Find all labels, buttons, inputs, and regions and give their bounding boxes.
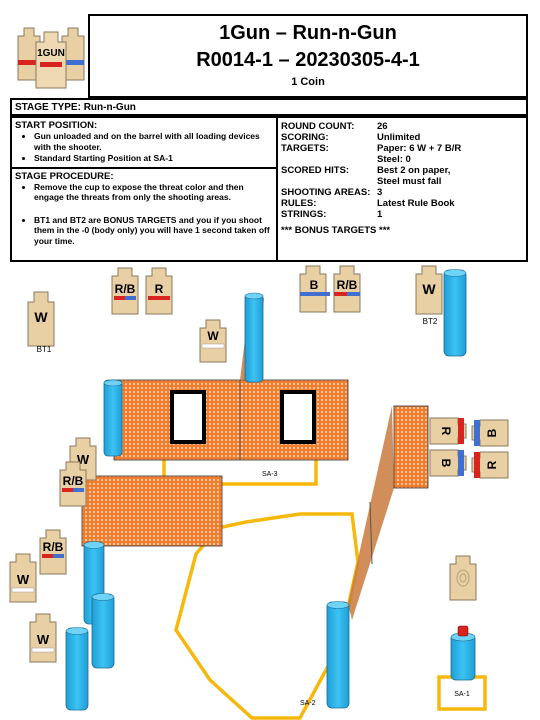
target-r-rotated: R bbox=[471, 451, 509, 479]
round-count-value: 26 bbox=[377, 121, 388, 132]
divider bbox=[12, 166, 276, 169]
svg-text:R/B: R/B bbox=[43, 540, 64, 554]
svg-text:R: R bbox=[155, 282, 164, 296]
target-rb: R/B bbox=[333, 265, 361, 313]
round-count-label: ROUND COUNT: bbox=[281, 121, 355, 132]
barrel-with-cup bbox=[450, 625, 476, 681]
logo: 1GUN bbox=[17, 27, 85, 89]
start-position-list: Gun unloaded and on the barrel with all … bbox=[12, 131, 276, 164]
target-bt1: W bbox=[27, 291, 55, 347]
scored-hits-value: Best 2 on paper, bbox=[377, 165, 451, 176]
right-wall-top bbox=[393, 405, 429, 489]
target-r: R bbox=[145, 267, 173, 315]
sa-2-label: SA-2 bbox=[300, 700, 316, 707]
bonus-targets-note: *** BONUS TARGETS *** bbox=[281, 225, 391, 236]
svg-text:W: W bbox=[34, 309, 48, 325]
target-b-rotated: B bbox=[429, 449, 467, 477]
bt2-label: BT2 bbox=[423, 317, 438, 326]
stage-info-table: ROUND COUNT: 26 SCORING: Unlimited TARGETS… bbox=[281, 121, 461, 220]
logo-target-left bbox=[17, 27, 41, 81]
left-column: START POSITION: Gun unloaded and on the … bbox=[10, 116, 278, 262]
svg-text:W: W bbox=[207, 329, 219, 343]
target-w: W bbox=[29, 613, 57, 663]
svg-text:R/B: R/B bbox=[115, 282, 136, 296]
start-position-item: Gun unloaded and on the barrel with all … bbox=[34, 131, 272, 152]
sa-1-label: SA-1 bbox=[454, 691, 470, 698]
shooting-areas-label: SHOOTING AREAS: bbox=[281, 187, 371, 198]
svg-text:W: W bbox=[422, 281, 436, 297]
logo-target-center: 1GUN bbox=[35, 31, 67, 89]
bt1-label: BT1 bbox=[37, 345, 52, 354]
target-rb: R/B bbox=[39, 529, 67, 575]
svg-text:R/B: R/B bbox=[63, 474, 84, 488]
barrel bbox=[326, 601, 350, 709]
rules-label: RULES: bbox=[281, 198, 317, 209]
strings-label: STRINGS: bbox=[281, 209, 327, 220]
sa-3-label: SA-3 bbox=[262, 471, 278, 478]
scoring-label: SCORING: bbox=[281, 132, 329, 143]
target-rb: R/B bbox=[59, 461, 87, 507]
scored-hits-label: SCORED HITS: bbox=[281, 165, 350, 176]
sa-2-fault-line bbox=[174, 512, 360, 720]
svg-text:W: W bbox=[17, 572, 30, 587]
target-r-rotated: R bbox=[429, 417, 467, 445]
barrel bbox=[91, 593, 115, 669]
coin-count: 1 Coin bbox=[291, 76, 325, 88]
right-column: ROUND COUNT: 26 SCORING: Unlimited TARGETS… bbox=[276, 116, 528, 262]
target-w: W bbox=[199, 319, 227, 363]
logo-text: 1GUN bbox=[37, 48, 65, 59]
barrel bbox=[103, 379, 123, 457]
stage-diagram: W BT1 R/B R W B R/B W BT2 W R/B bbox=[9, 265, 509, 720]
logo-target-right bbox=[61, 27, 85, 81]
target-b-rotated: B bbox=[471, 419, 509, 447]
procedure-heading: STAGE PROCEDURE: bbox=[15, 170, 114, 182]
strings-value: 1 bbox=[377, 209, 383, 220]
right-wall-panel bbox=[348, 406, 394, 620]
svg-text:B: B bbox=[485, 428, 499, 437]
target-w: W bbox=[9, 553, 37, 603]
window-left bbox=[170, 390, 206, 444]
page-title: 1Gun – Run-n-Gun bbox=[219, 22, 397, 44]
targets-label: TARGETS: bbox=[281, 143, 329, 154]
svg-text:B: B bbox=[310, 278, 319, 292]
svg-text:R: R bbox=[485, 460, 499, 469]
barrel bbox=[244, 292, 264, 383]
targets-paper: Paper: 6 W + 7 B/R bbox=[377, 143, 462, 154]
scored-hits-value-2: Steel must fall bbox=[377, 176, 442, 187]
scoring-value: Unlimited bbox=[377, 132, 421, 143]
svg-text:R: R bbox=[439, 427, 453, 436]
title-box: 1Gun – Run-n-Gun R0014-1 – 20230305-4-1 … bbox=[88, 14, 528, 98]
stage-type: STAGE TYPE: Run-n-Gun bbox=[10, 98, 528, 116]
center-wall bbox=[113, 379, 349, 461]
stage-code: R0014-1 – 20230305-4-1 bbox=[196, 49, 420, 71]
start-position-heading: START POSITION: bbox=[15, 120, 98, 131]
procedure-list: Remove the cup to expose the threat colo… bbox=[12, 182, 276, 247]
window-right bbox=[280, 390, 316, 444]
barrel bbox=[65, 627, 89, 711]
rules-value: Latest Rule Book bbox=[377, 198, 455, 209]
cup bbox=[457, 625, 469, 637]
procedure-item: Remove the cup to expose the threat colo… bbox=[34, 182, 272, 203]
targets-steel: Steel: 0 bbox=[377, 154, 411, 165]
target-b: B bbox=[299, 265, 330, 313]
shooter-marker bbox=[449, 555, 477, 601]
svg-text:W: W bbox=[37, 632, 50, 647]
target-bt2: W bbox=[415, 265, 443, 315]
target-rb: R/B bbox=[111, 267, 139, 315]
barrel bbox=[443, 269, 467, 357]
procedure-item: BT1 and BT2 are BONUS TARGETS and you if… bbox=[34, 215, 272, 247]
shooting-areas-value: 3 bbox=[377, 187, 383, 198]
left-wall bbox=[81, 475, 223, 547]
svg-text:B: B bbox=[439, 459, 453, 468]
svg-text:R/B: R/B bbox=[337, 278, 358, 292]
start-position-item: Standard Starting Position at SA-1 bbox=[34, 153, 272, 164]
